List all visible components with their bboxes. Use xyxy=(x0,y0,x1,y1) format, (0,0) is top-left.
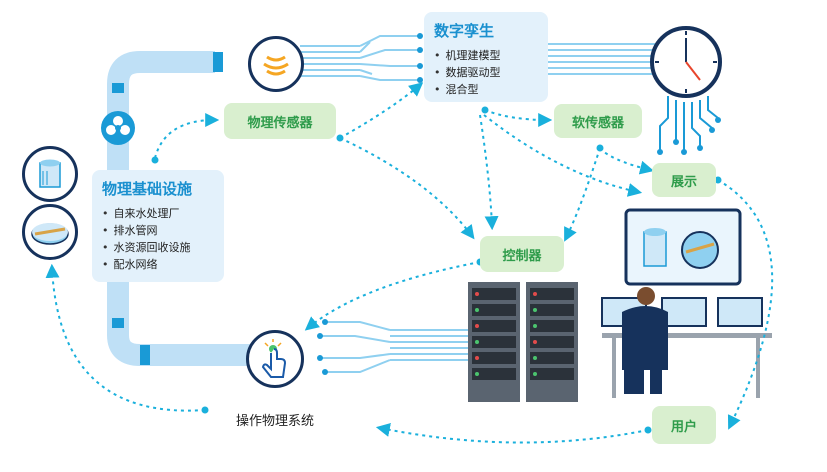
digital-twin-list: 机理建模型 数据驱动型 混合型 xyxy=(434,47,538,98)
clock-circuit xyxy=(659,96,719,150)
operate-physical-system-label: 操作物理系统 xyxy=(236,414,315,429)
touch-hand-icon xyxy=(246,330,304,388)
infrastructure-title: 物理基础设施 xyxy=(102,180,193,198)
infrastructure-list: 自来水处理厂 排水管网 水资源回收设施 配水网络 xyxy=(102,205,214,273)
soft-sensor-node: 软传感器 xyxy=(554,104,642,138)
data-flow-arrows xyxy=(45,82,774,444)
controller-node: 控制器 xyxy=(480,236,564,272)
server-rack-right xyxy=(526,282,578,402)
digital-twin-panel: 数字孪生 机理建模型 数据驱动型 混合型 xyxy=(424,12,548,102)
clarifier-icon xyxy=(22,204,78,260)
fiber-bundle-clock xyxy=(548,43,655,75)
pipe-joint xyxy=(213,52,223,72)
fiber-bundle-bottom xyxy=(320,321,470,373)
wave-sensor-icon xyxy=(248,36,304,92)
clarifier-icon-small xyxy=(681,231,719,269)
tank-icon-small xyxy=(643,228,667,267)
list-item: 数据驱动型 xyxy=(434,64,538,81)
fiber-bundle-top xyxy=(300,35,420,81)
list-item: 混合型 xyxy=(434,81,538,98)
list-item: 机理建模型 xyxy=(434,47,538,64)
digital-twin-title: 数字孪生 xyxy=(434,22,495,40)
pipe-joint xyxy=(112,318,124,328)
display-node: 展示 xyxy=(652,163,716,197)
valve-icon xyxy=(101,111,135,145)
clock-icon xyxy=(650,26,722,98)
physical-sensor-node: 物理传感器 xyxy=(224,103,336,139)
water-tank-icon xyxy=(22,146,78,202)
person-icon xyxy=(622,287,668,394)
pipe-joint xyxy=(112,83,124,93)
list-item: 排水管网 xyxy=(102,222,214,239)
list-item: 自来水处理厂 xyxy=(102,205,214,222)
list-item: 配水网络 xyxy=(102,256,214,273)
list-item: 水资源回收设施 xyxy=(102,239,214,256)
physical-infrastructure-panel: 物理基础设施 自来水处理厂 排水管网 水资源回收设施 配水网络 xyxy=(92,170,224,282)
server-rack-left xyxy=(468,282,520,402)
display-monitor xyxy=(624,208,742,286)
pipe-joint xyxy=(140,345,150,365)
user-node: 用户 xyxy=(652,406,716,444)
